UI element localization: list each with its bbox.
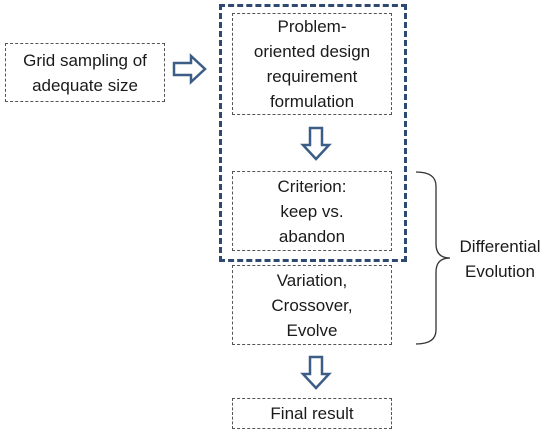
criterion-line-2: keep vs. xyxy=(280,201,344,221)
differential-evolution-line-2: Evolution xyxy=(465,262,535,281)
differential-evolution-label: Differential Evolution xyxy=(452,234,548,284)
down-arrow-icon xyxy=(300,355,332,390)
variation-line-1: Variation, xyxy=(276,270,348,290)
criterion-box: Criterion: keep vs. abandon xyxy=(232,171,392,251)
final-result-label: Final result xyxy=(270,404,354,423)
down-arrow-icon xyxy=(300,126,332,161)
differential-evolution-line-1: Differential xyxy=(459,237,541,256)
variation-line-2: Crossover, xyxy=(271,295,353,315)
grid-sampling-line-2: adequate size xyxy=(32,75,138,95)
variation-box: Variation, Crossover, Evolve xyxy=(232,265,392,345)
final-result-box: Final result xyxy=(232,398,392,429)
grid-sampling-line-1: Grid sampling of xyxy=(23,50,147,70)
optimization-group-border xyxy=(219,4,407,262)
problem-formulation-line-1: Problem- xyxy=(277,17,347,36)
problem-formulation-line-3: requirement xyxy=(266,67,358,86)
right-arrow-icon xyxy=(172,53,207,85)
problem-formulation-line-4: formulation xyxy=(269,92,355,111)
curly-brace-icon xyxy=(415,171,451,345)
criterion-line-1: Criterion: xyxy=(277,176,347,196)
grid-sampling-box: Grid sampling of adequate size xyxy=(5,43,165,102)
criterion-line-3: abandon xyxy=(278,226,346,246)
problem-formulation-box: Problem- oriented design requirement for… xyxy=(232,13,392,115)
problem-formulation-line-2: oriented design xyxy=(253,42,371,61)
variation-line-3: Evolve xyxy=(286,320,338,340)
